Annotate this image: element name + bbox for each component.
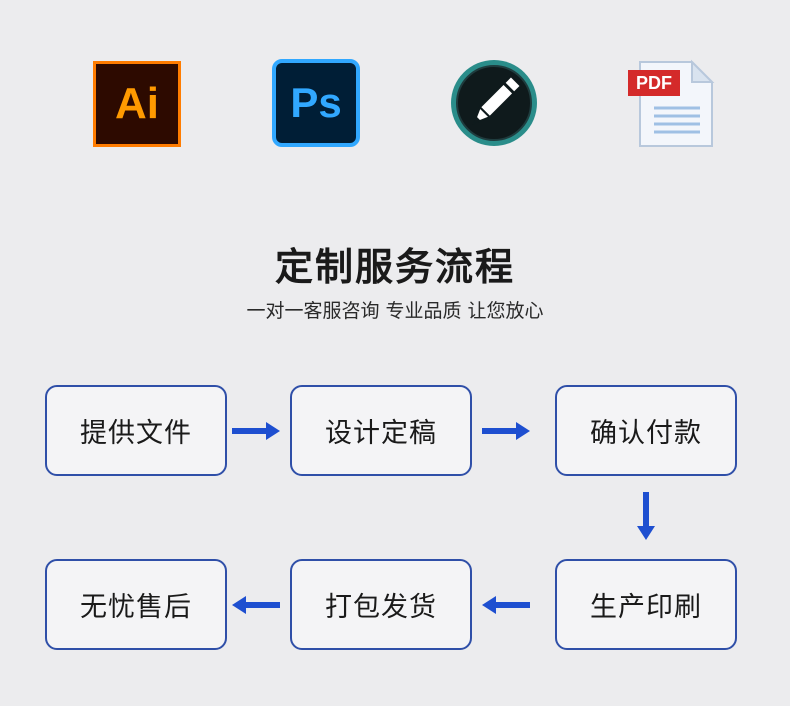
coreldraw-icon bbox=[449, 58, 539, 148]
illustrator-icon-label: Ai bbox=[115, 79, 159, 128]
photoshop-icon-label: Ps bbox=[290, 79, 342, 126]
page-title: 定制服务流程 bbox=[274, 245, 515, 289]
process-step-after-sales: 无忧售后 bbox=[45, 559, 227, 650]
step-label: 打包发货 bbox=[325, 592, 437, 623]
step-label: 确认付款 bbox=[590, 418, 702, 449]
arrow-right-icon bbox=[482, 422, 530, 440]
process-step-production-printing: 生产印刷 bbox=[555, 559, 737, 650]
process-step-provide-files: 提供文件 bbox=[45, 385, 227, 476]
step-label: 提供文件 bbox=[80, 418, 192, 449]
pdf-icon-label: PDF bbox=[636, 73, 672, 93]
arrow-left-icon bbox=[232, 596, 280, 614]
step-label: 设计定稿 bbox=[325, 418, 437, 449]
process-step-design-finalize: 设计定稿 bbox=[290, 385, 472, 476]
software-icon-row: Ai Ps PDF bbox=[0, 0, 790, 170]
photoshop-icon: Ps bbox=[272, 59, 360, 147]
process-step-confirm-payment: 确认付款 bbox=[555, 385, 737, 476]
illustrator-icon: Ai bbox=[93, 61, 181, 147]
arrow-right-icon bbox=[232, 422, 280, 440]
step-label: 无忧售后 bbox=[80, 592, 192, 623]
process-step-pack-ship: 打包发货 bbox=[290, 559, 472, 650]
arrow-down-icon bbox=[637, 492, 655, 540]
step-label: 生产印刷 bbox=[590, 592, 702, 623]
arrow-left-icon bbox=[482, 596, 530, 614]
pdf-file-icon: PDF bbox=[626, 58, 716, 150]
page-subtitle: 一对一客服咨询 专业品质 让您放心 bbox=[246, 300, 544, 322]
